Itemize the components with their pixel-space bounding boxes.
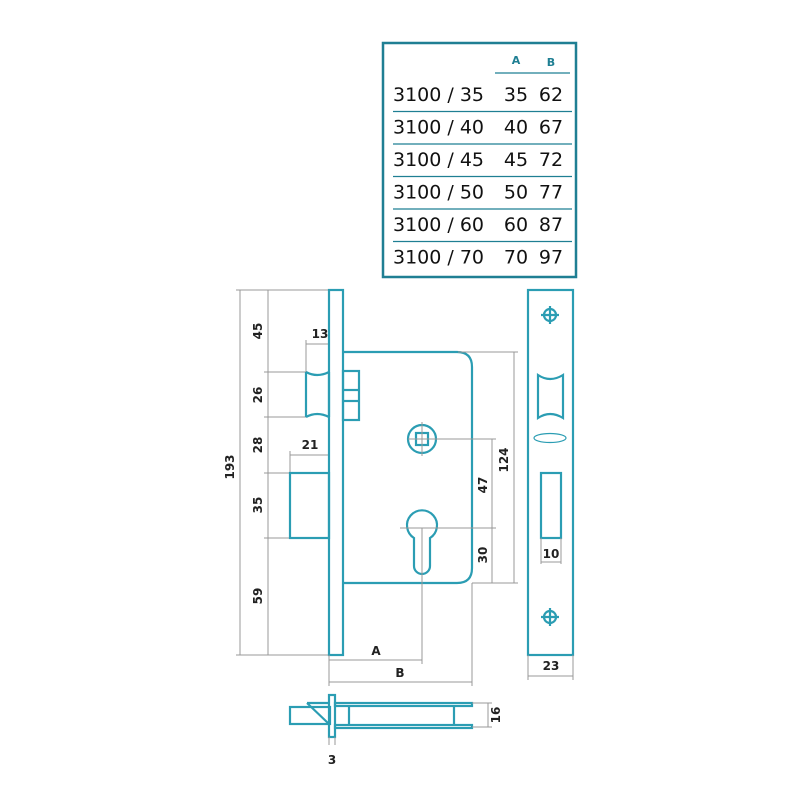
- cell-b: 67: [539, 117, 563, 139]
- strike-plate: 10 23: [526, 288, 575, 680]
- table-row: 3100 / 40 40 67: [393, 117, 572, 145]
- dim-10: 10: [543, 547, 560, 561]
- dim-b: B: [395, 666, 404, 680]
- dim-a: A: [371, 644, 381, 658]
- latch-bolt: [304, 371, 331, 418]
- cell-b: 72: [539, 149, 563, 171]
- brand-logo: [533, 432, 567, 444]
- cell-a: 70: [504, 247, 528, 269]
- dim-59: 59: [251, 588, 265, 605]
- table-row: 3100 / 50 50 77: [393, 182, 572, 210]
- dim-193: 193: [223, 454, 237, 479]
- right-dimensions: 124 47 30: [436, 351, 518, 584]
- dimension-table: A B 3100 / 35 35 62 3100 / 40 40 67 3100 / 45 4…: [381, 41, 578, 279]
- table-row: 3100 / 45 45 72: [393, 149, 572, 178]
- cell-b: 77: [539, 182, 563, 204]
- dim-124: 124: [497, 447, 511, 472]
- lock-body: [288, 288, 474, 657]
- cell-model: 3100 / 40: [393, 117, 484, 139]
- table-row: 3100 / 35 35 62: [393, 84, 572, 113]
- section-view: 16 3: [288, 693, 503, 767]
- dim-35: 35: [251, 497, 265, 514]
- table-row: 3100 / 60 60 87: [393, 214, 572, 243]
- cell-b: 62: [539, 84, 563, 106]
- cell-a: 40: [504, 117, 528, 139]
- faceplate: [327, 288, 345, 657]
- dim-23: 23: [543, 659, 560, 673]
- cell-model: 3100 / 45: [393, 149, 484, 171]
- cell-a: 45: [504, 149, 528, 171]
- dim-26: 26: [251, 387, 265, 404]
- cell-b: 97: [539, 247, 563, 269]
- cell-model: 3100 / 35: [393, 84, 484, 106]
- cylinder-hole: [405, 509, 439, 576]
- table-border: [381, 41, 578, 279]
- dim-3: 3: [328, 753, 336, 767]
- cell-b: 87: [539, 214, 563, 236]
- dim-30: 30: [476, 547, 490, 564]
- latch-opening: [536, 372, 565, 421]
- dim-16: 16: [489, 707, 503, 724]
- header-a: A: [512, 54, 521, 67]
- cell-model: 3100 / 60: [393, 214, 484, 236]
- table-row: 3100 / 70 70 97: [393, 247, 563, 269]
- dim-13: 13: [312, 327, 329, 341]
- cell-model: 3100 / 70: [393, 247, 484, 269]
- dim-21: 21: [302, 438, 319, 452]
- header-b: B: [547, 56, 555, 69]
- cell-a: 35: [504, 84, 528, 106]
- lock-case: [343, 350, 474, 585]
- cell-model: 3100 / 50: [393, 182, 484, 204]
- bolt-opening: [539, 471, 563, 540]
- left-dimensions: 193 45 26 28 35 59 13 21: [223, 289, 329, 656]
- cell-a: 50: [504, 182, 528, 204]
- dim-28: 28: [251, 437, 265, 454]
- dim-47: 47: [476, 477, 490, 494]
- cell-a: 60: [504, 214, 528, 236]
- deadbolt: [288, 471, 331, 540]
- bottom-dimensions: A B: [328, 528, 473, 686]
- dim-45: 45: [251, 323, 265, 340]
